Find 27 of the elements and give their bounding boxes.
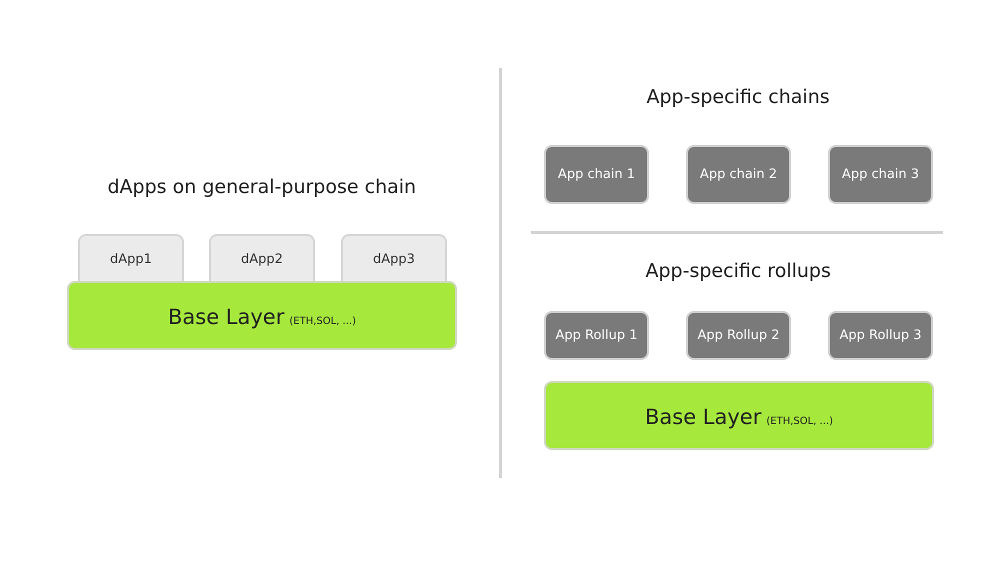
app-box (341, 234, 447, 281)
chain-box (686, 311, 791, 360)
box-label: App chain 1 (558, 167, 636, 182)
section-heading: App-specific rollups (646, 260, 831, 282)
base-layer-bar (544, 381, 934, 450)
box-label: App chain 2 (700, 167, 778, 182)
chain-box (686, 145, 791, 204)
box-label: Base Layer (168, 305, 284, 329)
box-label: dApp1 (110, 252, 152, 267)
box-label: dApp3 (373, 252, 415, 267)
chain-box (828, 311, 933, 360)
box-label: dApp2 (241, 252, 283, 267)
section-heading: dApps on general-purpose chain (108, 176, 416, 198)
app-box (209, 234, 315, 281)
box-label: App chain 3 (842, 167, 920, 182)
base-layer-bar (67, 281, 457, 350)
box-note: (ETH,SOL, ...) (289, 316, 356, 327)
chain-box (828, 145, 933, 204)
box-label: App Rollup 2 (697, 328, 780, 343)
box-note: (ETH,SOL, ...) (766, 416, 833, 427)
box-label: App Rollup 3 (839, 328, 922, 343)
app-box (78, 234, 184, 281)
box-label: App Rollup 1 (555, 328, 638, 343)
section-heading: App-specific chains (646, 86, 830, 108)
chain-box (544, 145, 649, 204)
chain-box (544, 311, 649, 360)
box-label: Base Layer (645, 405, 762, 429)
